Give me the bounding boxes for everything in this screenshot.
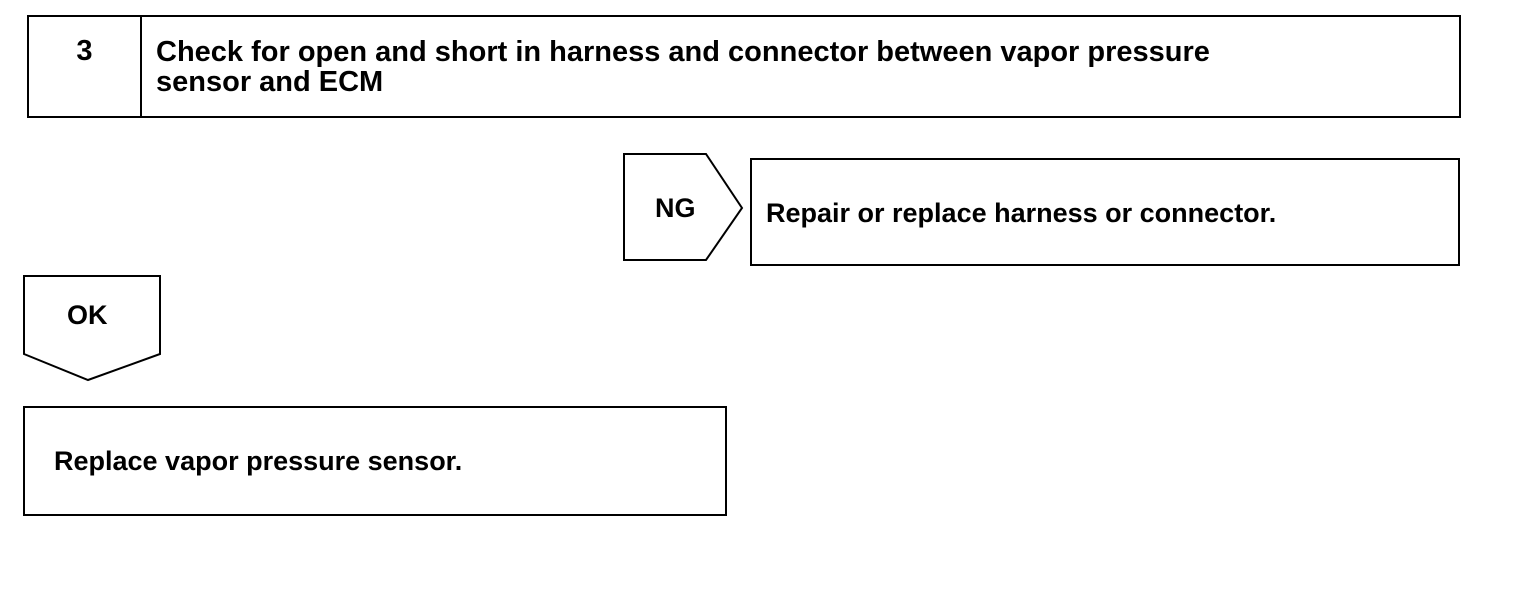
step-title-line-2: sensor and ECM (156, 66, 384, 98)
ok-action-box: Replace vapor pressure sensor. (23, 406, 727, 516)
ng-action-text: Repair or replace harness or connector. (766, 198, 1277, 228)
step-title-line-1: Check for open and short in harness and … (156, 36, 1210, 68)
step-number: 3 (29, 17, 142, 116)
step-header-box: 3 Check for open and short in harness an… (27, 15, 1461, 118)
ok-arrow-shape (23, 275, 161, 382)
ng-label: NG (655, 193, 696, 223)
ok-label: OK (67, 300, 108, 330)
ng-action-box: Repair or replace harness or connector. (750, 158, 1460, 266)
step-title: Check for open and short in harness and … (142, 17, 1459, 116)
ok-action-text: Replace vapor pressure sensor. (54, 446, 463, 476)
ng-arrow-shape (623, 153, 744, 261)
